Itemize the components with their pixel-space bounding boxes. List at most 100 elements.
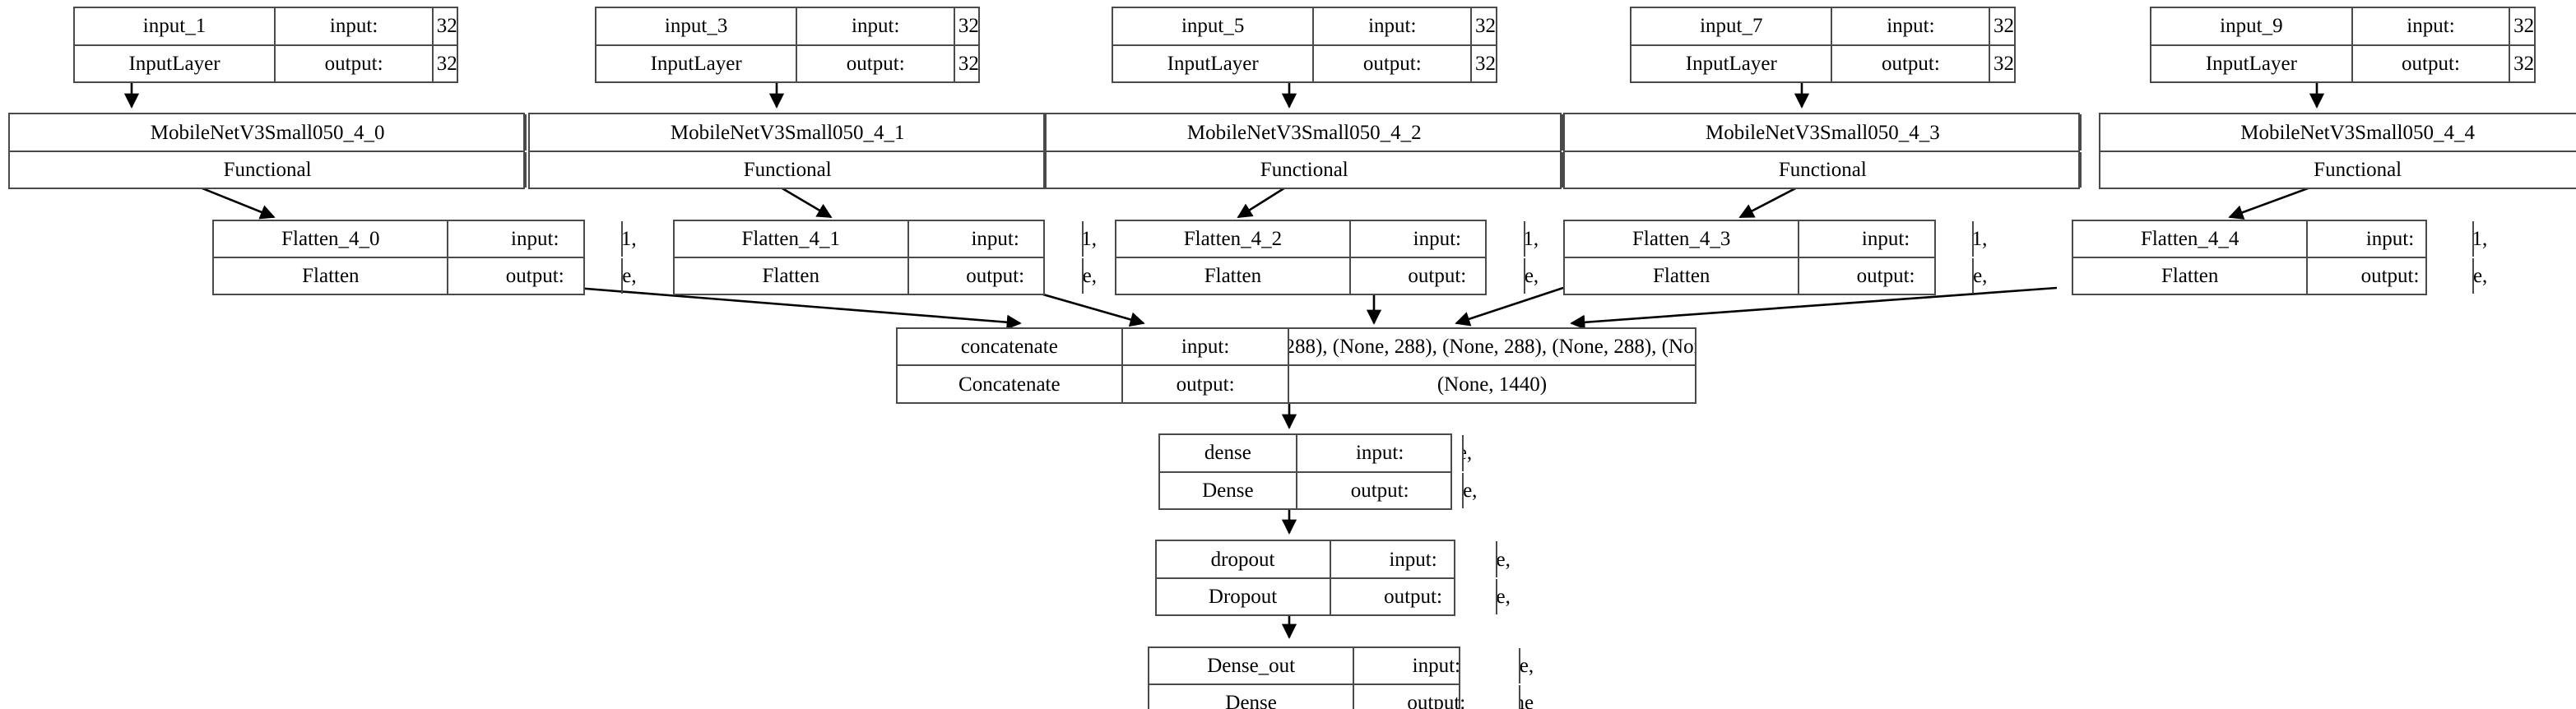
node-row-output: Flatten output: (None, 288) — [214, 257, 636, 294]
input-shape: (None, 100) — [1495, 541, 1511, 577]
input-shape: [(None, 32, 32, 3)] — [1989, 8, 2014, 44]
output-shape: (None, 288) — [621, 258, 636, 294]
output-label: output: — [1831, 45, 1989, 81]
output-label: output: — [1312, 45, 1470, 81]
node-dense_out[interactable]: Dense_out input: (None, 100) Dense outpu… — [1148, 646, 1534, 709]
output-shape: (None, 288) — [1081, 258, 1097, 294]
output-label: output: — [1296, 472, 1462, 508]
node-mobilenetv3small050_4_4[interactable]: MobileNetV3Small050_4_4 input: (None, 32… — [2098, 113, 2576, 190]
node-input_9[interactable]: input_9 input: [(None, 32, 32, 3)] Input… — [2150, 7, 2536, 83]
node-type: Functional — [1260, 158, 1348, 181]
node-row-input: MobileNetV3Small050_4_1 input: (None, 32… — [530, 114, 1218, 151]
node-row-output: Flatten output: (None, 288) — [674, 257, 1097, 294]
node-mobilenetv3small050_4_1[interactable]: MobileNetV3Small050_4_1 input: (None, 32… — [528, 113, 1218, 190]
output-label: output: — [1329, 578, 1496, 615]
node-type: InputLayer — [650, 52, 742, 75]
output-shape: (None, 10) — [1518, 685, 1534, 709]
output-shape: (None, 288) — [2472, 258, 2487, 294]
node-title: MobileNetV3Small050_4_0 — [150, 121, 385, 144]
output-label: output: — [1121, 366, 1288, 402]
node-input_1[interactable]: input_1 input: [(None, 32, 32, 3)] Input… — [72, 7, 459, 83]
node-input_7[interactable]: input_7 input: [(None, 32, 32, 3)] Input… — [1630, 7, 2016, 83]
node-dense[interactable]: dense input: (None, 1440) Dense output: … — [1158, 433, 1477, 510]
node-mobilenetv3small050_4_2[interactable]: MobileNetV3Small050_4_2 input: (None, 32… — [1045, 113, 1734, 190]
edge-mnet4-flat4 — [2228, 183, 2318, 220]
node-mobilenetv3small050_4_0[interactable]: MobileNetV3Small050_4_0 input: (None, 32… — [8, 113, 698, 190]
output-shape: (None, 100) — [1462, 472, 1477, 508]
node-type: Functional — [743, 158, 832, 181]
node-title: MobileNetV3Small050_4_3 — [1706, 121, 1940, 144]
node-type: Dropout — [1208, 586, 1278, 608]
output-shape: [(None, 32, 32, 3)] — [2509, 45, 2534, 81]
node-row-input: input_9 input: [(None, 32, 32, 3)] — [2151, 8, 2534, 44]
input-label: input: — [1329, 541, 1496, 577]
node-row-output: Functional output: (None, 1, 1, 288) — [10, 150, 698, 188]
node-row-output: Functional output: (None, 1, 1, 288) — [2100, 150, 2576, 188]
input-shape: (None, 1440) — [1462, 435, 1477, 471]
node-row-output: InputLayer output: [(None, 32, 32, 3)] — [596, 44, 979, 81]
node-input_5[interactable]: input_5 input: [(None, 32, 32, 3)] Input… — [1112, 7, 1497, 83]
output-shape: [(None, 32, 32, 3)] — [1470, 45, 1496, 81]
input-label: input: — [447, 220, 621, 257]
input-label: input: — [274, 8, 432, 44]
node-row-output: InputLayer output: [(None, 32, 32, 3)] — [1631, 44, 2014, 81]
node-title: Flatten_4_2 — [1183, 227, 1283, 250]
node-row-input: Flatten_4_2 input: (None, 1, 1, 288) — [1116, 220, 1539, 257]
edge-mnet3-flat3 — [1738, 183, 1803, 219]
node-type: InputLayer — [128, 52, 220, 75]
output-shape: (None, 100) — [1495, 578, 1511, 615]
node-flatten_4_4[interactable]: Flatten_4_4 input: (None, 1, 1, 288) Fla… — [2072, 219, 2487, 296]
node-concatenate[interactable]: concatenate input: [(None, 288), (None, … — [895, 327, 1696, 404]
node-row-output: Flatten output: (None, 288) — [2073, 257, 2487, 294]
output-label: output: — [1798, 258, 1972, 294]
node-type: Flatten — [302, 265, 360, 288]
node-flatten_4_1[interactable]: Flatten_4_1 input: (None, 1, 1, 288) Fla… — [672, 219, 1097, 296]
node-flatten_4_3[interactable]: Flatten_4_3 input: (None, 1, 1, 288) Fla… — [1563, 219, 1987, 296]
node-row-input: concatenate input: [(None, 288), (None, … — [898, 328, 1695, 365]
node-flatten_4_0[interactable]: Flatten_4_0 input: (None, 1, 1, 288) Fla… — [212, 219, 636, 296]
input-label: input: — [2351, 8, 2509, 44]
input-label: input: — [1312, 8, 1470, 44]
output-shape: [(None, 32, 32, 3)] — [432, 45, 457, 81]
input-shape: (None, 1, 1, 288) — [621, 220, 636, 257]
input-shape: [(None, 32, 32, 3)] — [2509, 8, 2534, 44]
input-label: input: — [1121, 328, 1288, 365]
node-title: dropout — [1210, 548, 1275, 571]
output-label: output: — [447, 258, 621, 294]
node-flatten_4_2[interactable]: Flatten_4_2 input: (None, 1, 1, 288) Fla… — [1115, 219, 1539, 296]
node-row-output: Dense output: (None, 10) — [1149, 684, 1534, 709]
node-row-output: Concatenate output: (None, 1440) — [897, 364, 1695, 402]
input-shape: [(None, 288), (None, 288), (None, 288), … — [1288, 328, 1695, 365]
output-shape: [(None, 32, 32, 3)] — [954, 45, 978, 81]
node-row-input: Flatten_4_4 input: (None, 1, 1, 288) — [2073, 220, 2487, 257]
node-row-input: MobileNetV3Small050_4_2 input: (None, 32… — [1047, 114, 1734, 151]
node-row-input: Dense_out input: (None, 100) — [1149, 647, 1534, 684]
node-row-output: Dropout output: (None, 100) — [1156, 577, 1511, 615]
node-type: Flatten — [1204, 265, 1262, 288]
input-label: input: — [1798, 220, 1972, 257]
node-mobilenetv3small050_4_3[interactable]: MobileNetV3Small050_4_3 input: (None, 32… — [1563, 113, 2253, 190]
edge-mnet2-flat2 — [1237, 183, 1290, 219]
node-title: Flatten_4_0 — [281, 227, 380, 250]
edge-mnet1-flat1 — [776, 183, 833, 219]
node-input_3[interactable]: input_3 input: [(None, 32, 32, 3)] Input… — [594, 7, 981, 83]
node-type: Concatenate — [958, 373, 1061, 396]
input-shape: (None, 1, 1, 288) — [2472, 220, 2487, 257]
edge-mnet0-flat0 — [193, 183, 276, 220]
node-row-input: Flatten_4_1 input: (None, 1, 1, 288) — [675, 220, 1097, 257]
node-type: Dense — [1225, 692, 1277, 709]
output-shape: (None, 288) — [1523, 258, 1539, 294]
node-row-output: Functional output: (None, 1, 1, 288) — [1565, 150, 2253, 188]
input-label: input: — [796, 8, 954, 44]
input-label: input: — [1831, 8, 1989, 44]
node-type: InputLayer — [1685, 52, 1777, 75]
node-title: input_9 — [2220, 15, 2283, 38]
node-row-input: MobileNetV3Small050_4_4 input: (None, 32… — [2100, 114, 2576, 150]
node-row-output: InputLayer output: [(None, 32, 32, 3)] — [2151, 44, 2534, 81]
node-title: Flatten_4_1 — [741, 227, 840, 250]
node-dropout[interactable]: dropout input: (None, 100) Dropout outpu… — [1154, 540, 1511, 617]
node-row-output: Flatten output: (None, 288) — [1565, 257, 1987, 294]
node-row-output: Dense output: (None, 100) — [1159, 470, 1477, 508]
input-shape: (None, 100) — [1518, 647, 1534, 684]
